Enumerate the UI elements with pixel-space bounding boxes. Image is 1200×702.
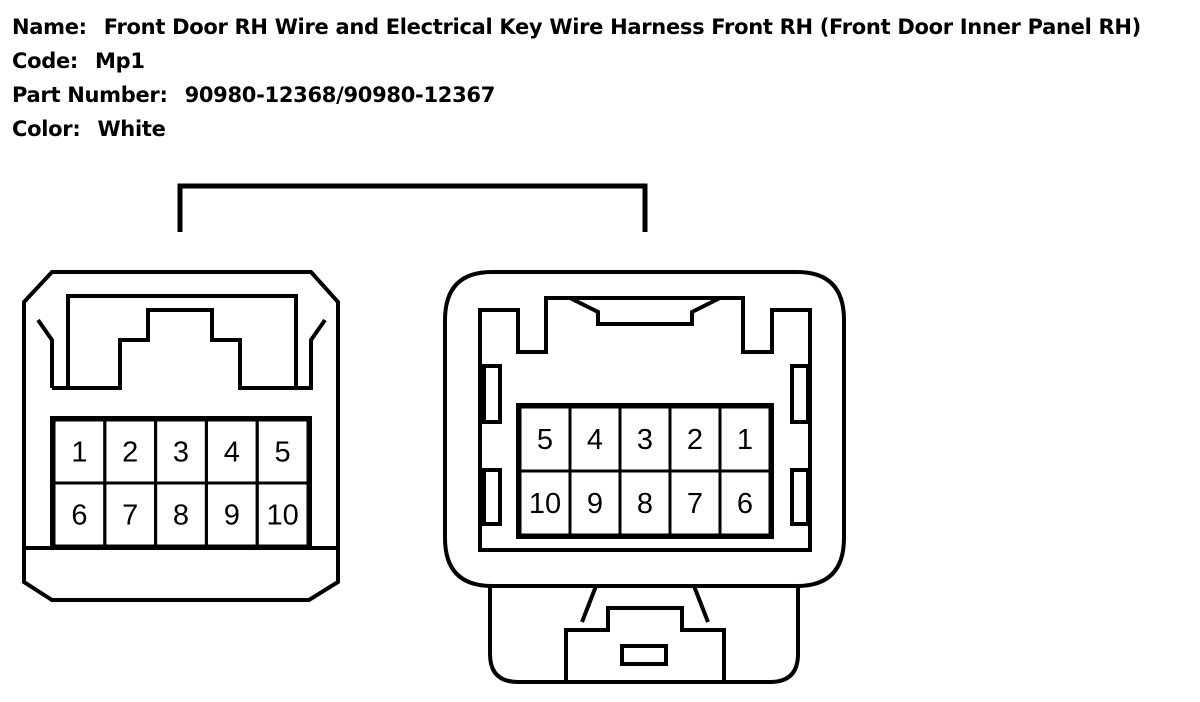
left-connector-pin-block [50,416,312,550]
color-label: Color: [12,117,81,141]
right-connector-top-latch [569,296,721,326]
left-connector: 1 2 3 4 5 6 7 8 9 10 [22,270,340,602]
code-value: Mp1 [95,49,145,73]
left-pin-cell-10 [255,481,310,548]
name-row: Name: Front Door RH Wire and Electrical … [12,10,1141,44]
right-pin-label-7: 7 [687,488,703,520]
code-row: Code: Mp1 [12,44,1141,78]
left-pin-label-2: 2 [122,437,138,469]
right-connector-lock-button [620,644,668,666]
left-pin-label-7: 7 [122,500,138,532]
right-pin-label-4: 4 [587,424,603,456]
right-pin-label-9: 9 [587,488,603,520]
right-connector-bottom-lock [488,586,800,684]
right-pin-label-5: 5 [537,424,553,456]
pairing-bracket [177,183,648,232]
left-pin-label-5: 5 [275,437,291,469]
part-number-value: 90980-12368/90980-12367 [184,83,496,107]
left-pin-label-4: 4 [224,437,240,469]
code-label: Code: [12,49,79,73]
part-number-row: Part Number: 90980-12368/90980-12367 [12,78,1141,112]
right-pin-label-2: 2 [687,424,703,456]
left-connector-pins: 1 2 3 4 5 6 7 8 9 10 [52,418,310,548]
color-value: White [97,117,166,141]
right-connector-side-tab-left-lower [482,468,502,526]
right-connector: 5 4 3 2 1 10 9 8 7 6 [443,270,846,684]
left-connector-lock-frame [36,294,327,390]
right-pin-cell-6 [718,469,772,537]
name-label: Name: [12,15,87,39]
part-number-label: Part Number: [12,83,168,107]
right-pin-label-3: 3 [637,424,653,456]
color-row: Color: White [12,112,1141,146]
right-pin-label-10: 10 [529,488,561,520]
left-connector-outline [22,270,340,602]
left-pin-label-9: 9 [224,500,240,532]
right-connector-lock-tab [564,585,726,682]
right-pin-label-6: 6 [737,488,753,520]
left-pin-label-8: 8 [173,500,189,532]
left-pin-label-6: 6 [71,500,87,532]
right-connector-side-tab-right-upper [790,364,810,424]
left-pin-label-1: 1 [71,437,87,469]
right-pin-label-8: 8 [637,488,653,520]
left-pin-label-10: 10 [266,500,298,532]
right-connector-pins: 5 4 3 2 1 10 9 8 7 6 [518,405,772,537]
right-connector-side-tab-right-lower [790,468,810,526]
connector-info: Name: Front Door RH Wire and Electrical … [12,10,1141,146]
left-pin-label-3: 3 [173,437,189,469]
right-connector-pin-block [516,403,774,539]
right-pin-label-1: 1 [737,424,753,456]
name-value: Front Door RH Wire and Electrical Key Wi… [103,15,1141,39]
right-connector-inner-frame [478,296,812,552]
right-connector-side-tab-left-upper [482,364,502,424]
